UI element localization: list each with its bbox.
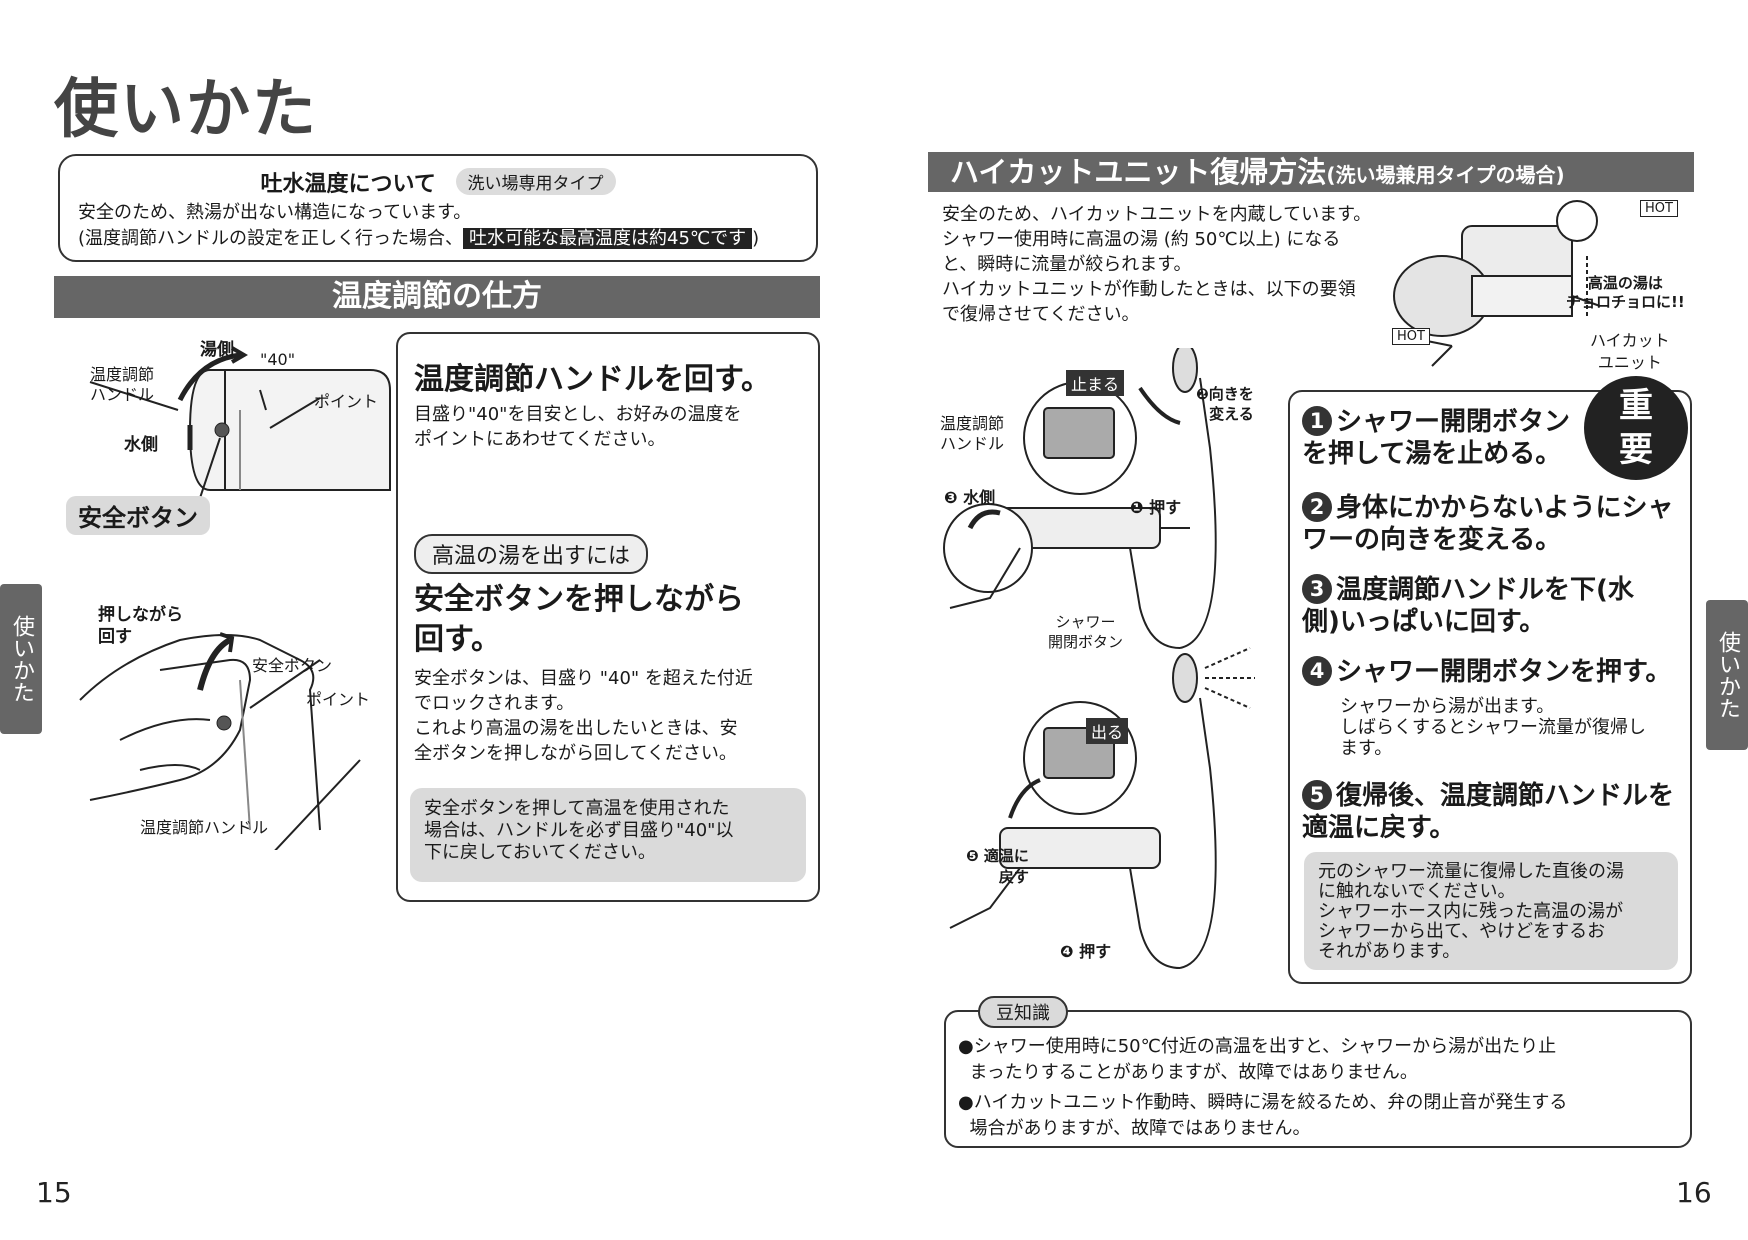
tips-item-2: ●ハイカットユニット作動時、瞬時に湯を絞るため、弁の閉止音が発生する 場合があり… xyxy=(958,1092,1568,1139)
page-number-left: 15 xyxy=(36,1176,72,1209)
caution-box: 元のシャワー流量に復帰した直後の湯 に触れないでください。 シャワーホース内に残… xyxy=(1304,852,1678,970)
turn-shower-label: ❷向きを 変える xyxy=(1196,385,1254,423)
handle-label-1: 温度調節 ハンドル xyxy=(90,365,155,404)
line2-prefix: (温度調節ハンドルの設定を正しく行った場合、 xyxy=(78,228,464,249)
page-number-right: 16 xyxy=(1676,1176,1712,1209)
recovery-steps-illustration xyxy=(943,348,1255,969)
step-4-detail: シャワーから湯が出ます。 しばらくするとシャワー流量が復帰し ます。 xyxy=(1340,696,1646,759)
page-title: 使いかた xyxy=(54,73,318,147)
safety-note: 安全ボタンを押して高温を使用された 場合は、ハンドルを必ず目盛り"40"以 下に… xyxy=(410,788,806,882)
hicut-title: ハイカットユニット復帰方法 xyxy=(950,155,1327,189)
hot-label-1: HOT xyxy=(1640,200,1678,217)
important-badge: 重 要 xyxy=(1584,376,1688,480)
turn-handle-desc: 目盛り"40"を目安とし、お好みの温度を ポイントにあわせてください。 xyxy=(414,404,742,450)
handle-label-3: 温度調節 ハンドル xyxy=(940,414,1005,453)
step-number-1: 1 xyxy=(1302,406,1332,436)
temp-adjust-panel: 温度調節ハンドルを回す。 目盛り"40"を目安とし、お好みの温度を ポイントにあ… xyxy=(396,332,820,902)
hand-diagram-2 xyxy=(79,632,361,850)
point-label-1: ポイント xyxy=(314,392,379,411)
section-title-hicut: ハイカットユニット復帰方法(洗い場兼用タイプの場合) xyxy=(928,152,1694,192)
handle-diagram-1 xyxy=(89,346,391,511)
point-label-2: ポイント xyxy=(306,690,371,709)
handle-label-2: 温度調節ハンドル xyxy=(140,818,269,837)
hicut-intro: 安全のため、ハイカットユニットを内蔵しています。 シャワー使用時に高温の湯 (約… xyxy=(942,204,1372,325)
step-text-5: 復帰後、温度調節ハンドルを 適温に戻す。 xyxy=(1302,781,1675,843)
shower-button-label: シャワー 開閉ボタン xyxy=(1048,613,1124,651)
discharge-temp-heading: 吐水温度について 洗い場専用タイプ xyxy=(60,166,816,198)
cold-side-label: 水側 xyxy=(124,435,158,455)
turn-handle-heading: 温度調節ハンドルを回す。 xyxy=(414,362,771,397)
safety-button-label-1: 安全ボタン xyxy=(66,496,210,535)
discharge-temp-title: 吐水温度について xyxy=(260,172,436,197)
type-tag: 洗い場専用タイプ xyxy=(455,168,616,195)
tips-item-1: ●シャワー使用時に50℃付近の高温を出すと、シャワーから湯が出たり止 まったりす… xyxy=(958,1036,1557,1083)
out-label: 出る xyxy=(1086,718,1129,744)
push-label-4: ❹ 押す xyxy=(1060,942,1112,961)
step-number-4: 4 xyxy=(1302,656,1332,686)
line2-suffix: ) xyxy=(752,228,760,249)
step-text-4: シャワー開閉ボタンを押す。 xyxy=(1336,657,1672,687)
step-number-2: 2 xyxy=(1302,492,1332,522)
mark-40-label: "40" xyxy=(260,350,296,369)
press-turn-label: 押しながら 回す xyxy=(98,605,183,647)
step-number-3: 3 xyxy=(1302,574,1332,604)
push-label-1: ❶ 押す xyxy=(1130,498,1182,517)
side-tab-right: 使いかた xyxy=(1706,600,1748,750)
stop-label: 止まる xyxy=(1066,370,1125,396)
tips-box: 豆知識 ●シャワー使用時に50℃付近の高温を出すと、シャワーから湯が出たり止 ま… xyxy=(944,996,1692,1148)
hot-water-desc: 安全ボタンは、目盛り "40" を超えた付近 でロックされます。 これより高温の… xyxy=(414,668,753,764)
hot-side-label: 湯側 xyxy=(200,340,234,360)
step-number-5: 5 xyxy=(1302,780,1332,810)
hicut-unit-label: ハイカット ユニット xyxy=(1590,331,1670,372)
hot-water-tag: 高温の湯を出すには xyxy=(414,534,649,574)
step-text-3: 温度調節ハンドルを下(水 側)いっぱいに回す。 xyxy=(1302,575,1634,637)
cold-label-3: ❸ 水側 xyxy=(944,488,996,507)
step-text-1: シャワー開閉ボタン を押して湯を止める。 xyxy=(1302,407,1571,469)
side-tab-left: 使いかた xyxy=(0,584,42,734)
step-text-2: 身体にかからないようにシャ ワーの向きを変える。 xyxy=(1302,493,1674,555)
tips-tag: 豆知識 xyxy=(978,996,1068,1028)
hot-label-2: HOT xyxy=(1392,328,1430,345)
discharge-temp-box: 吐水温度について 洗い場専用タイプ 安全のため、熱湯が出ない構造になっています。… xyxy=(58,154,818,262)
hot-water-heading: 安全ボタンを押しながら 回す。 xyxy=(414,582,744,657)
discharge-temp-line1: 安全のため、熱湯が出ない構造になっています。 xyxy=(78,202,472,223)
max-temp-highlight: 吐水可能な最高温度は約45℃です xyxy=(463,228,753,249)
hicut-title-sub: (洗い場兼用タイプの場合) xyxy=(1326,163,1565,187)
safety-button-label-2: 安全ボタン xyxy=(252,656,333,675)
trickle-label: 高温の湯は チョロチョロに!! xyxy=(1566,274,1685,311)
section-title-temp-adjust: 温度調節の仕方 xyxy=(54,276,820,318)
discharge-temp-line2: (温度調節ハンドルの設定を正しく行った場合、吐水可能な最高温度は約45℃です) xyxy=(78,224,759,250)
return-temp-label: ❺ 適温に 戻す xyxy=(966,847,1029,886)
hicut-unit-illustration xyxy=(1393,200,1601,367)
